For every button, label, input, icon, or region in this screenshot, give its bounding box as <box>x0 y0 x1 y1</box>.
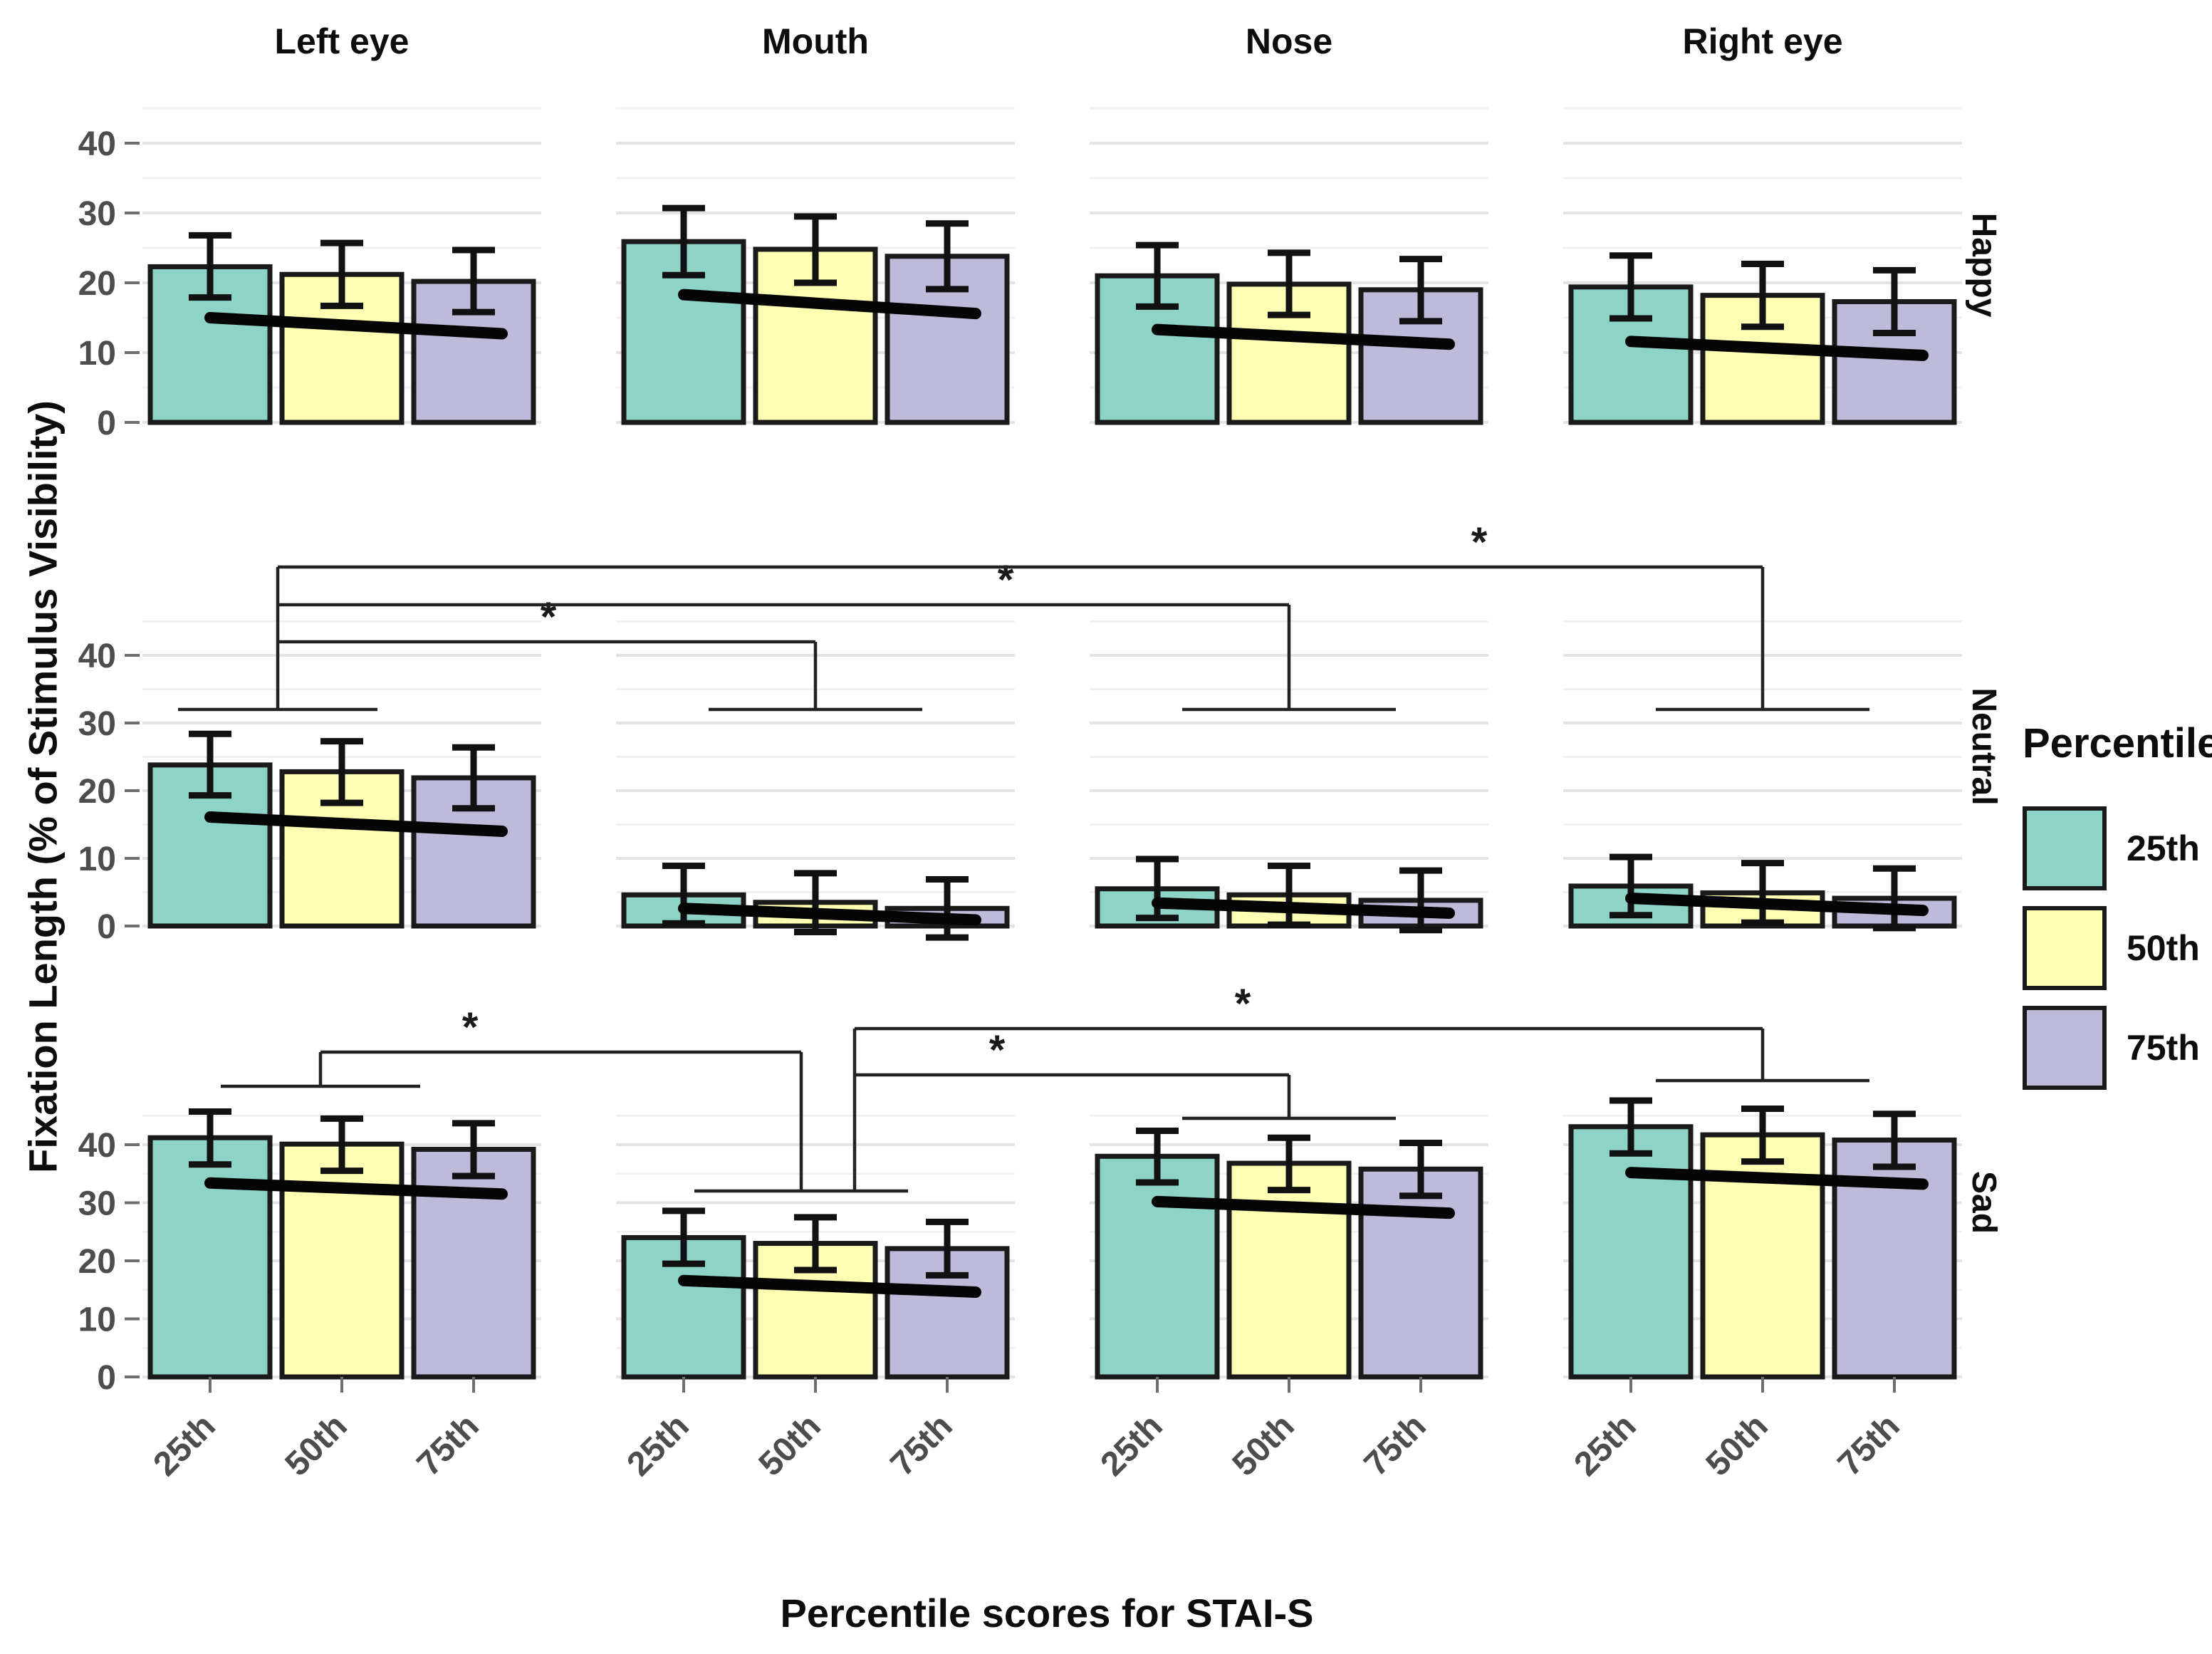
x-tick-label: 75th <box>884 1407 960 1483</box>
bar-50th <box>279 1141 405 1380</box>
bar-75th <box>885 1246 1010 1380</box>
y-tick-label: 40 <box>78 125 116 163</box>
x-tick-label: 75th <box>410 1407 486 1483</box>
y-tick-label: 20 <box>78 773 116 811</box>
y-tick-label: 20 <box>78 265 116 303</box>
facet-column-header: Mouth <box>762 21 869 61</box>
trend-line <box>1152 323 1455 350</box>
legend-swatch-75th <box>2023 1006 2107 1090</box>
facet-row-strip: Happy <box>1965 213 2003 318</box>
x-tick-label: 50th <box>278 1407 355 1483</box>
bar-75th <box>411 1147 536 1380</box>
trend-line <box>1625 1167 1929 1190</box>
facet-column-header: Right eye <box>1682 21 1842 61</box>
legend-items: 25th 50th 75th <box>2023 806 2212 1090</box>
facet-column-header: Nose <box>1246 21 1332 61</box>
y-tick-label: 20 <box>78 1243 116 1281</box>
trend-line <box>678 903 981 926</box>
significance-asterisk: * <box>1471 519 1488 566</box>
y-tick-label: 0 <box>97 405 116 442</box>
significance-asterisk: * <box>989 1027 1006 1073</box>
facet-row-strip: Sad <box>1965 1171 2003 1234</box>
x-tick-label: 25th <box>147 1407 223 1483</box>
trend-line <box>1152 1195 1455 1219</box>
bar-25th <box>147 1135 273 1380</box>
x-axis-title: Percentile scores for STAI-S <box>780 1591 1314 1635</box>
y-tick-label: 40 <box>78 1127 116 1165</box>
x-tick-label: 25th <box>620 1407 697 1483</box>
y-tick-label: 30 <box>78 195 116 233</box>
x-tick-label: 50th <box>752 1407 828 1483</box>
facet-row-strip: Neutral <box>1965 687 2003 805</box>
y-tick-label: 40 <box>78 638 116 675</box>
legend-swatch-50th <box>2023 906 2107 990</box>
trend-line <box>1625 336 1929 361</box>
legend-item-50th: 50th <box>2023 906 2212 990</box>
y-tick-label: 0 <box>97 908 116 946</box>
y-tick-label: 10 <box>78 1301 116 1339</box>
legend: Percentile 25th 50th 75th <box>2023 719 2212 1106</box>
x-tick-label: 50th <box>1699 1407 1775 1483</box>
trend-line <box>678 288 981 320</box>
trend-line <box>204 312 508 340</box>
legend-item-75th: 75th <box>2023 1006 2212 1090</box>
y-tick-label: 30 <box>78 705 116 743</box>
y-axis-title: Fixation Length (% of Stimulus Visibilit… <box>20 400 66 1173</box>
bar-75th <box>1358 1166 1483 1380</box>
bar-25th <box>1095 1153 1220 1380</box>
significance-asterisk: * <box>462 1004 479 1051</box>
trend-line <box>1625 893 1929 917</box>
significance-asterisk: * <box>541 594 557 640</box>
trend-line <box>1152 897 1455 919</box>
y-tick-label: 10 <box>78 841 116 878</box>
legend-swatch-25th <box>2023 806 2107 890</box>
x-tick-label: 25th <box>1567 1407 1644 1483</box>
x-tick-label: 50th <box>1226 1407 1302 1483</box>
bar-25th <box>1568 1124 1694 1380</box>
y-tick-label: 30 <box>78 1185 116 1223</box>
x-tick-label: 25th <box>1094 1407 1170 1483</box>
y-tick-label: 10 <box>78 335 116 373</box>
legend-label: 50th <box>2127 928 2200 968</box>
significance-asterisk: * <box>998 557 1014 603</box>
legend-title: Percentile <box>2023 720 2212 766</box>
facet-column-header: Left eye <box>275 21 409 61</box>
x-tick-label: 75th <box>1831 1407 1907 1483</box>
legend-label: 75th <box>2127 1028 2200 1068</box>
bar-75th <box>1832 1137 1957 1380</box>
legend-label: 25th <box>2127 828 2200 868</box>
trend-line <box>204 811 508 837</box>
legend-item-25th: 25th <box>2023 806 2212 890</box>
trend-line <box>204 1177 508 1200</box>
x-tick-label: 75th <box>1357 1407 1434 1483</box>
significance-asterisk: * <box>1235 981 1251 1027</box>
y-tick-label: 0 <box>97 1359 116 1397</box>
trend-line <box>678 1274 981 1299</box>
bar-50th <box>1226 1160 1352 1380</box>
